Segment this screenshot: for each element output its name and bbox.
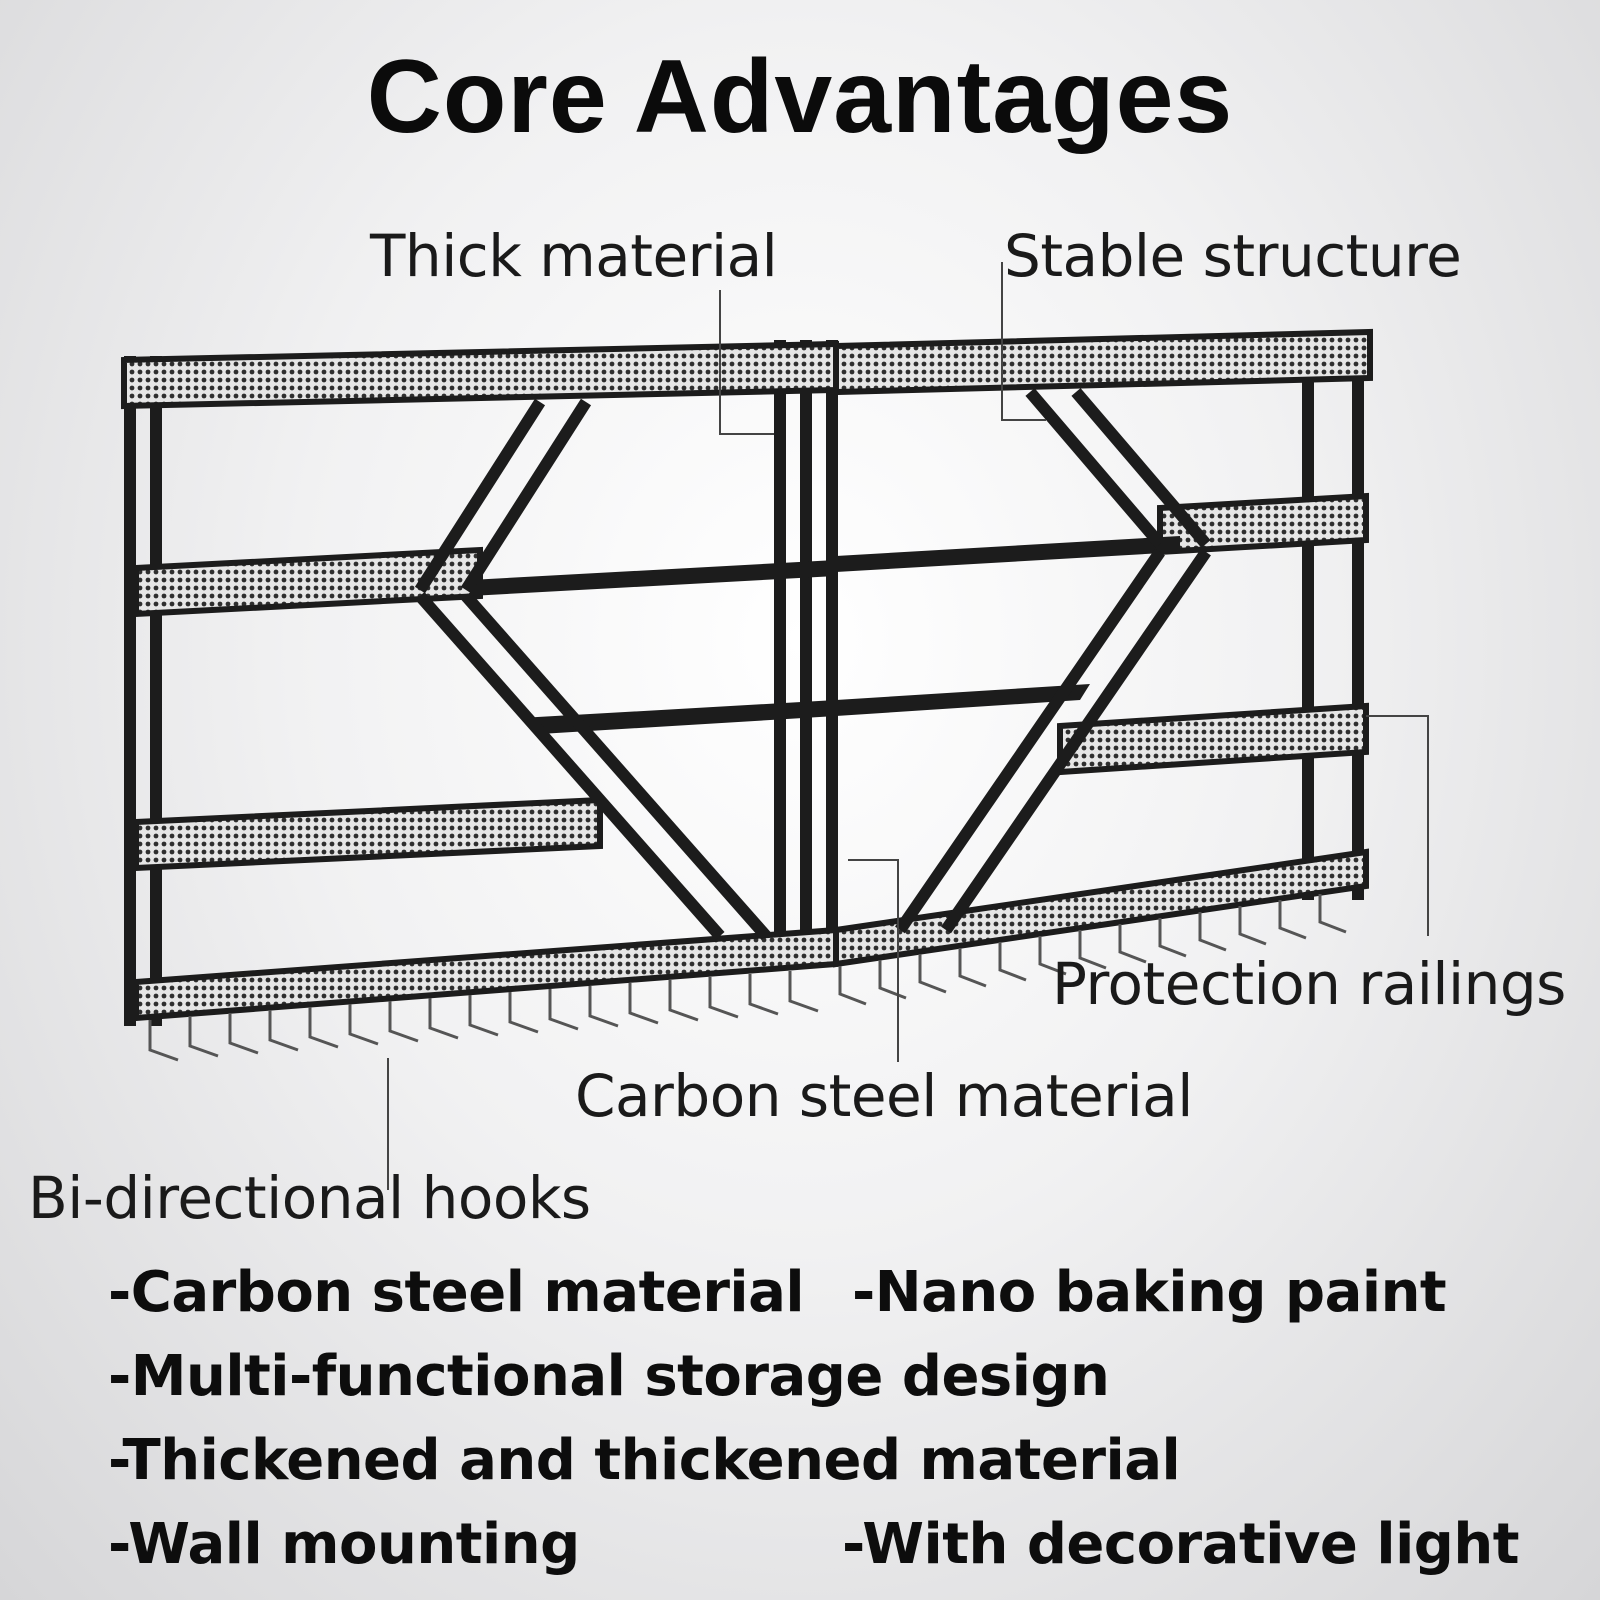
feature-thickened-material: -Thickened and thickened material [108,1428,1181,1493]
left-rack-unit [121,340,839,1026]
feature-decorative-light: -With decorative light [842,1512,1520,1577]
callout-stable-structure: Stable structure [1004,222,1462,290]
feature-storage-design: -Multi-functional storage design [108,1344,1110,1409]
leader-stable-structure [1001,262,1046,421]
right-rack-unit [833,328,1373,968]
page-title: Core Advantages [366,39,1234,155]
callout-carbon-steel: Carbon steel material [575,1062,1193,1130]
callout-protection-railings: Protection railings [1052,950,1566,1018]
feature-nano-paint: -Nano baking paint [852,1260,1447,1325]
callout-hooks: Bi-directional hooks [28,1164,591,1232]
leader-lines [387,262,1429,1190]
hook-row [148,894,1347,1062]
leader-carbon-steel [848,859,899,1062]
feature-wall-mounting: -Wall mounting [108,1512,580,1577]
leader-thick-material [719,290,774,435]
feature-carbon-steel: -Carbon steel material [108,1260,805,1325]
leader-protection-railings [1366,715,1429,936]
callout-thick-material: Thick material [370,222,778,290]
